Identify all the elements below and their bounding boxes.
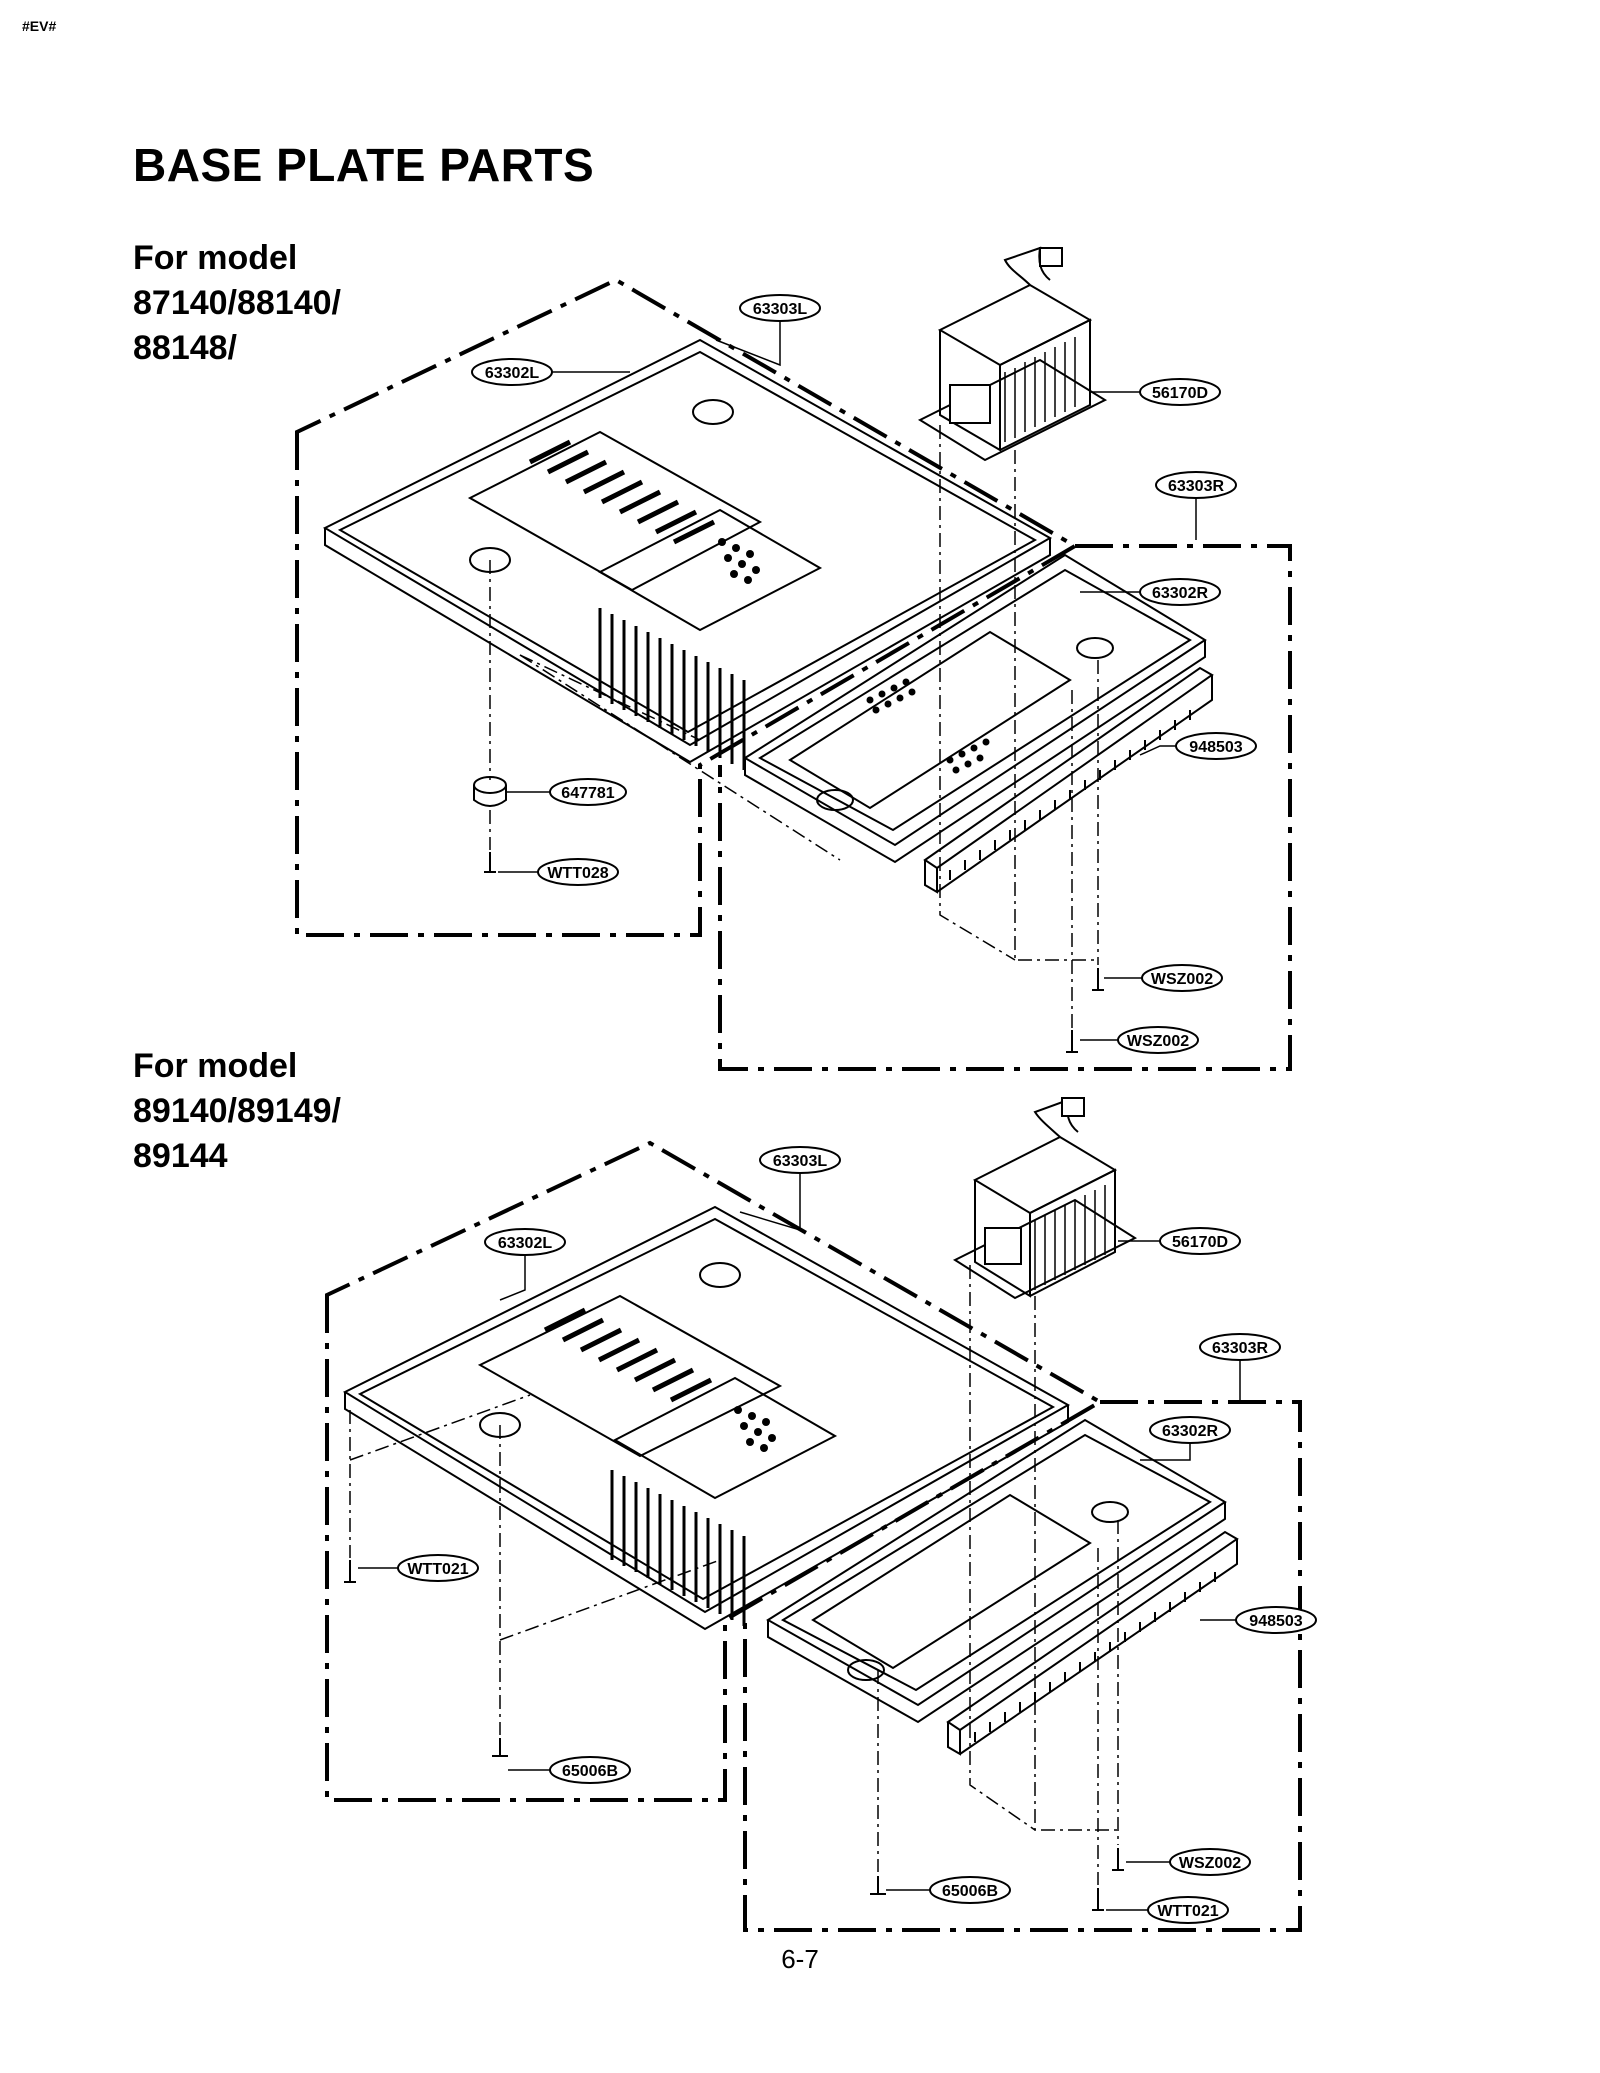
callout: 63303L [739,294,821,322]
callout: 948503 [1235,1606,1317,1634]
callout-label: WTT021 [1157,1903,1218,1920]
labels-diagram-2: 63303L 63302L 56170D 63303R 63302R 94850… [397,1146,1317,1924]
callout-label: 63303R [1212,1340,1268,1357]
left-cover-boundary [295,277,1079,937]
callout-label: WTT028 [547,865,608,882]
callout-label: WTT021 [407,1561,468,1578]
callout: 56170D [1139,378,1221,406]
screws-right [1066,968,1104,1053]
right-cover-boundary [718,544,1292,1071]
page-number: 6-7 [781,1944,819,1974]
callout: 63303R [1155,471,1237,499]
guide-lines [489,425,1099,1028]
foot-647781 [473,776,507,807]
callout: WTT021 [397,1554,479,1582]
left-cover-boundary [325,1140,1104,1802]
guide-lines [349,1265,1119,1885]
leader-lines [498,318,1197,1041]
screws [344,1560,1124,1911]
callout: 63303R [1199,1333,1281,1361]
model-heading-line: 89144 [133,1137,228,1175]
model-heading-1: For model 87140/88140/ 88148/ [133,236,341,371]
callout-label: WSZ002 [1179,1855,1241,1872]
callout: 63302R [1149,1416,1231,1444]
gasket-strip [923,666,1214,894]
callout-label: 63302R [1162,1423,1218,1440]
callout-label: WSZ002 [1127,1033,1189,1050]
leader-lines [358,1172,1241,1911]
callout-label: 65006B [942,1883,998,1900]
callout: 63302R [1139,578,1221,606]
model-heading-line: For model [133,239,298,277]
callout-label: 948503 [1249,1613,1302,1630]
model-heading-2: For model 89140/89149/ 89144 [133,1044,341,1179]
callout-label: 647781 [561,785,614,802]
callout: WSZ002 [1117,1026,1199,1054]
right-cover-boundary [743,1400,1302,1932]
model-heading-line: For model [133,1047,298,1085]
transformer [917,246,1108,462]
model-heading-line: 87140/88140/ [133,284,341,322]
callout: 65006B [929,1876,1011,1904]
callout-label: 65006B [562,1763,618,1780]
left-base-plate [322,338,1053,770]
model-heading-line: 89140/89149/ [133,1092,341,1130]
callout: 56170D [1159,1227,1241,1255]
callout: WSZ002 [1169,1848,1251,1876]
right-base-plate [766,1418,1227,1724]
header-code: #EV# [22,18,57,34]
callout: 63302L [471,358,553,386]
callout-label: 56170D [1172,1234,1228,1251]
callout: WTT028 [537,858,619,886]
diagram-2 [325,1097,1302,1932]
transformer [952,1097,1138,1300]
callout-label: 63302L [485,365,539,382]
callout: 948503 [1175,732,1257,760]
callout-label: 63303L [753,301,807,318]
callout: WTT021 [1147,1896,1229,1924]
callout-label: 63302R [1152,585,1208,602]
callout: 63302L [484,1228,566,1256]
callout-label: 63303R [1168,478,1224,495]
callout-label: 948503 [1189,739,1242,756]
left-base-plate [342,1205,1071,1631]
callout: 63303L [759,1146,841,1174]
gasket-strip [946,1530,1239,1756]
callout-label: 63303L [773,1153,827,1170]
callout: WSZ002 [1141,964,1223,992]
diagram-1 [295,246,1292,1071]
right-base-plate [743,553,1207,864]
screw-left [484,852,496,873]
model-heading-line: 88148/ [133,329,237,367]
callout-label: 56170D [1152,385,1208,402]
callout-label: WSZ002 [1151,971,1213,988]
page-title: BASE PLATE PARTS [133,139,595,191]
callout: 647781 [549,778,627,806]
callout: 65006B [549,1756,631,1784]
labels-diagram-1: 63303L 63302L 56170D 63303R 63302R 94850… [471,294,1257,1054]
callout-label: 63302L [498,1235,552,1252]
